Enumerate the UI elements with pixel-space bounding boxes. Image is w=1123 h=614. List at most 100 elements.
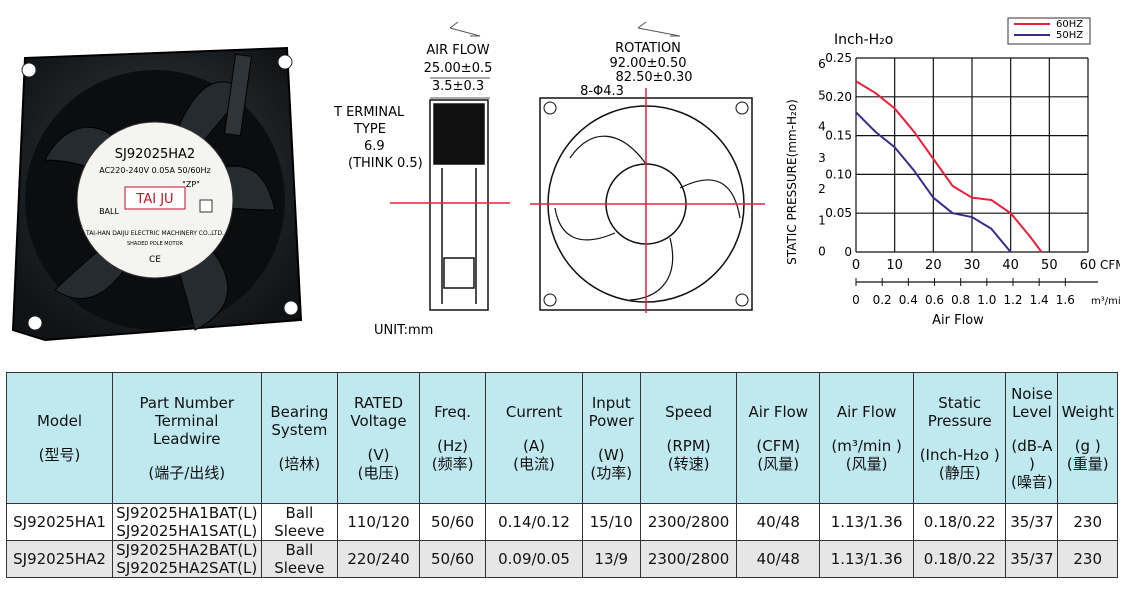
x-m3-tick: 1.4: [1030, 293, 1049, 307]
header-unit: (W): [597, 446, 625, 464]
cell-voltage: 220/240: [337, 540, 420, 578]
header-text: Leadwire: [152, 430, 221, 448]
label-zp: "ZP": [182, 180, 200, 189]
y-inch-tick: 0.20: [825, 90, 852, 104]
header-unit: (dB-A ): [1011, 437, 1053, 473]
header-text: Level: [1012, 403, 1052, 421]
header-cn: (培林): [278, 455, 321, 473]
series-line-50HZ: [855, 111, 1012, 253]
holes-dimension: 8-Φ4.3: [580, 84, 624, 99]
label-rating: AC220-240V 0.05A 50/60Hz: [99, 166, 210, 175]
cell-line: Ball: [285, 504, 314, 522]
header-text: Model: [36, 412, 83, 430]
brand-box: [124, 186, 186, 210]
header-unit: (m³/min ): [831, 437, 902, 455]
legend-label: 50HZ: [1056, 30, 1083, 41]
y-mm-tick: 2: [818, 182, 826, 196]
cell-pressure: 0.18/0.22: [913, 503, 1007, 541]
mount-hole: [21, 62, 37, 78]
cell-cfm: 40/48: [736, 503, 821, 541]
header-text: Power: [588, 412, 634, 430]
cell-freq: 50/60: [418, 540, 487, 578]
header-text: RATED: [353, 394, 404, 412]
header-cn: (静压): [938, 464, 981, 482]
cell-parts: SJ92025HA1BAT(L)SJ92025HA1SAT(L): [112, 503, 262, 541]
header-m3: Air Flow(m³/min )(风量): [819, 372, 915, 504]
header-text: Terminal: [155, 412, 219, 430]
header-cn: (风量): [757, 455, 800, 473]
front-view-drawing: ROTATION 92.00±0.50 82.50±0.30 8-Φ4.3: [530, 21, 765, 313]
barcode-mark: [199, 199, 213, 213]
header-cn: (电压): [357, 464, 400, 482]
header-freq: Freq.(Hz)(频率): [418, 372, 487, 504]
side-view-drawing: AIR FLOW 25.00±0.5 3.5±0.3 T ERMINAL TYP…: [333, 21, 510, 338]
x-m3-unit: m³/min: [1091, 296, 1120, 307]
x-m3-tick: 0.8: [951, 293, 970, 307]
pitch-dimension: 82.50±0.30: [615, 70, 692, 85]
x-cfm-unit: CFM: [1100, 258, 1120, 272]
y-inch-tick: 0.10: [825, 167, 852, 181]
cell-model: SJ92025HA2: [5, 540, 114, 578]
x-m3-tick: 0: [852, 293, 860, 307]
label-motor: SHADED POLE MOTOR: [127, 241, 184, 247]
header-text: Freq.: [434, 403, 472, 421]
header-current: Current(A)(电流): [485, 372, 583, 504]
cell-speed: 2300/2800: [639, 540, 738, 578]
fan-photo: SJ92025HA2 AC220-240V 0.05A 50/60Hz "ZP"…: [11, 46, 303, 342]
cell-line: Ball: [285, 541, 314, 559]
cell-noise: 35/37: [1005, 540, 1059, 578]
x-cfm-tick: 50: [1041, 258, 1058, 273]
y-mm-tick: 5: [818, 88, 826, 102]
cell-line: SJ92025HA2SAT(L): [116, 559, 258, 577]
header-cn: (端子/出线): [148, 464, 226, 482]
cell-line: SJ92025HA1BAT(L): [116, 504, 258, 522]
cell-weight: 230: [1057, 503, 1118, 541]
terminal-box: [443, 257, 475, 289]
y-mm-tick: 4: [818, 120, 826, 134]
cell-weight: 230: [1057, 540, 1118, 578]
header-text: Bearing: [270, 403, 329, 421]
chart-legend: [1007, 17, 1091, 45]
header-unit: (Hz): [437, 437, 469, 455]
header-unit: (CFM): [756, 437, 801, 455]
depth-dimension: 25.00±0.5: [424, 61, 493, 76]
mount-hole: [735, 101, 749, 115]
cell-line: Sleeve: [274, 559, 325, 577]
cell-m3: 1.13/1.36: [819, 503, 915, 541]
header-text: Current: [505, 403, 563, 421]
mount-hole: [27, 315, 43, 331]
y-mm-tick: 3: [818, 151, 826, 165]
rotation-arrow: [637, 21, 681, 37]
series-line-60HZ: [855, 80, 1043, 253]
header-text: Noise: [1011, 385, 1053, 403]
y-mm-tick: 0: [818, 245, 826, 259]
x-cfm-tick: 30: [964, 258, 981, 273]
header-text: Pressure: [927, 412, 992, 430]
label-company: TAI-HAN DAIJU ELECTRIC MACHINERY CO.,LTD…: [85, 230, 224, 237]
cell-noise: 35/37: [1005, 503, 1059, 541]
cell-model: SJ92025HA1: [5, 503, 114, 541]
cell-current: 0.14/0.12: [485, 503, 583, 541]
mount-hole: [283, 300, 299, 316]
x-cfm-tick: 40: [1002, 258, 1019, 273]
x-m3-tick: 1.2: [1003, 293, 1022, 307]
cell-power: 15/10: [581, 503, 641, 541]
unit-label: UNIT:mm: [374, 323, 433, 338]
x-m3-tick: 0.6: [925, 293, 944, 307]
header-model: Model(型号): [5, 372, 114, 504]
header-text: Input: [591, 394, 631, 412]
x-m3-tick: 0.2: [873, 293, 892, 307]
terminal-line-3: 6.9: [364, 139, 385, 154]
x-cfm-tick: 10: [886, 258, 903, 273]
cell-current: 0.09/0.05: [485, 540, 583, 578]
terminal-line-4: (THINK 0.5): [348, 156, 423, 171]
header-cfm: Air Flow(CFM)(风量): [736, 372, 821, 504]
mount-hole: [543, 101, 557, 115]
